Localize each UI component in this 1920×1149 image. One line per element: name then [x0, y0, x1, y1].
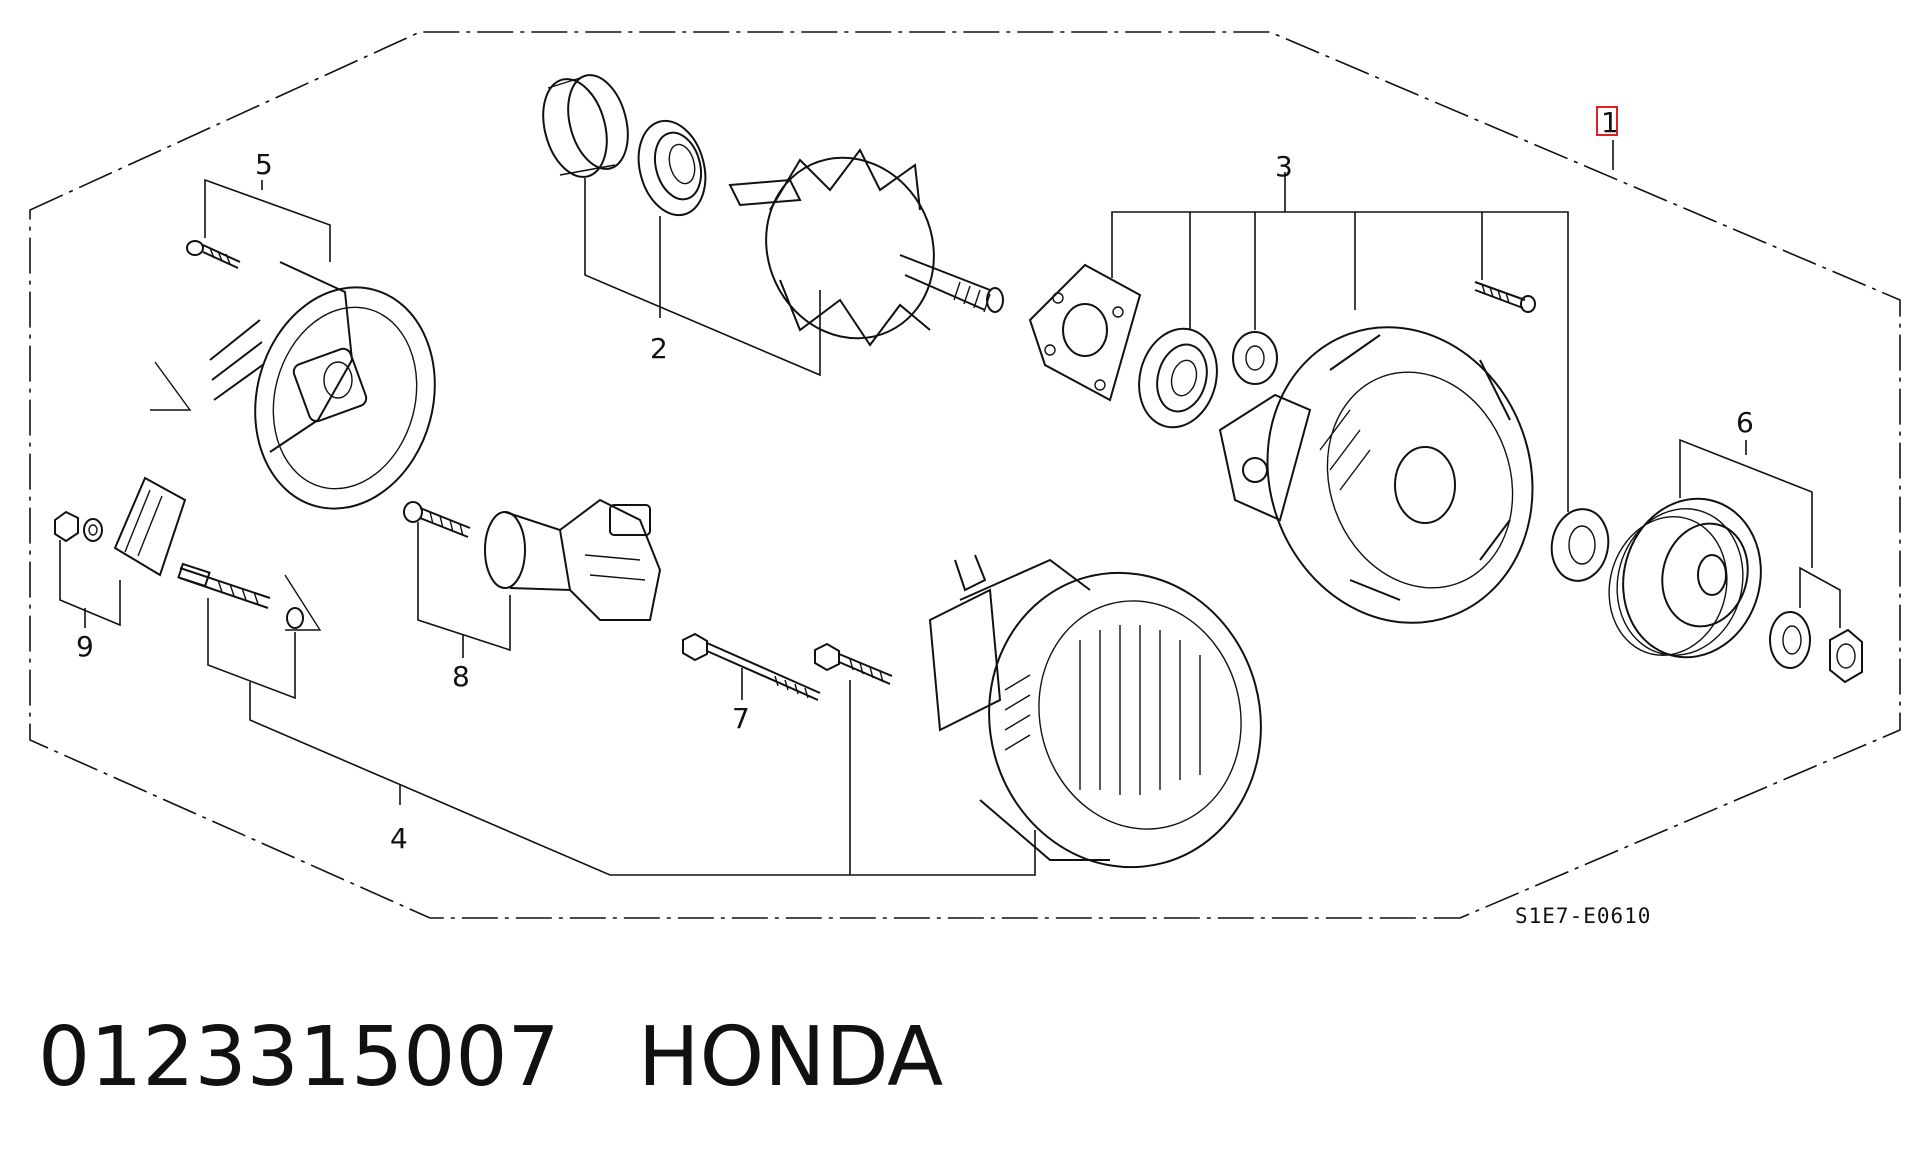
pulley-washer-part	[1769, 611, 1811, 669]
long-bolt-part	[682, 632, 821, 701]
bearing-cover-part	[542, 74, 629, 178]
rotor-bearing-part	[637, 119, 707, 217]
footer-title: 0123315007 HONDA	[38, 1010, 943, 1105]
front-bracket-part	[1218, 326, 1534, 624]
pulley-nut-part	[1829, 628, 1863, 684]
callout-2[interactable]: 2	[650, 332, 668, 365]
callout-7[interactable]: 7	[732, 702, 750, 735]
regulator-screw	[403, 501, 471, 538]
front-bracket-bolt	[1474, 281, 1536, 313]
brand-name: HONDA	[637, 1010, 944, 1105]
callout-1[interactable]: 1	[1601, 106, 1619, 139]
rotor-part	[728, 148, 1004, 347]
stator-rectifier-part	[928, 554, 1262, 869]
through-bolt-part	[177, 562, 322, 631]
part-number: 0123315007	[38, 1010, 560, 1105]
callout-5[interactable]: 5	[255, 148, 273, 181]
callout-4[interactable]: 4	[390, 822, 408, 855]
bearing-retainer-plate	[1028, 263, 1142, 402]
rear-cover-part	[150, 261, 436, 510]
callout-9[interactable]: 9	[76, 630, 94, 663]
stator-bolt	[814, 642, 893, 685]
assembly-boundary	[29, 31, 1901, 919]
callout-3[interactable]: 3	[1275, 150, 1293, 183]
leader-lines	[59, 140, 1841, 876]
callout-6[interactable]: 6	[1736, 406, 1754, 439]
pulley-part	[1608, 497, 1762, 659]
terminal-plate-part	[113, 476, 187, 577]
voltage-regulator-part	[484, 498, 662, 621]
rear-cover-screw	[186, 240, 241, 269]
terminal-nut-part	[54, 510, 103, 543]
front-bearing-part	[1138, 327, 1218, 429]
spacer-washer-part	[1232, 331, 1278, 385]
collar-washer-part	[1550, 508, 1610, 582]
callout-8[interactable]: 8	[452, 660, 470, 693]
drawing-code: S1E7-E0610	[1515, 904, 1651, 928]
callout-1-highlight	[1596, 106, 1618, 136]
